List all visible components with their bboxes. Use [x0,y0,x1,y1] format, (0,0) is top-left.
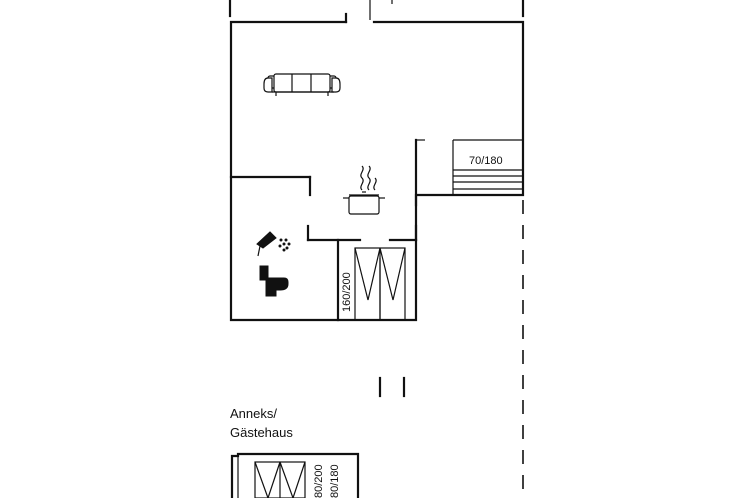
bed-160-200: 160/200 [341,247,406,321]
bed-size-label: 160/200 [341,272,353,312]
shower-icon [256,231,291,257]
sofa-icon [263,73,341,96]
annex-label-line2: Gästehaus [230,425,293,440]
bed-70-180: 70/180 [452,139,523,195]
main-house-walls [229,20,525,322]
annex-label-line1: Anneks/ [230,406,277,421]
top-wall-remnants [228,0,525,24]
annex-label: Anneks/ Gästehaus [230,406,293,440]
toilet-icon [259,265,289,297]
bed-size-label: 80/200 [313,464,325,498]
cooking-pot-icon [343,165,385,215]
bed-size-label: 70/180 [469,155,503,167]
entrance-marks [378,376,406,398]
annex-building: 80/200 80/180 [230,452,360,498]
bed-size-label: 80/180 [329,464,341,498]
